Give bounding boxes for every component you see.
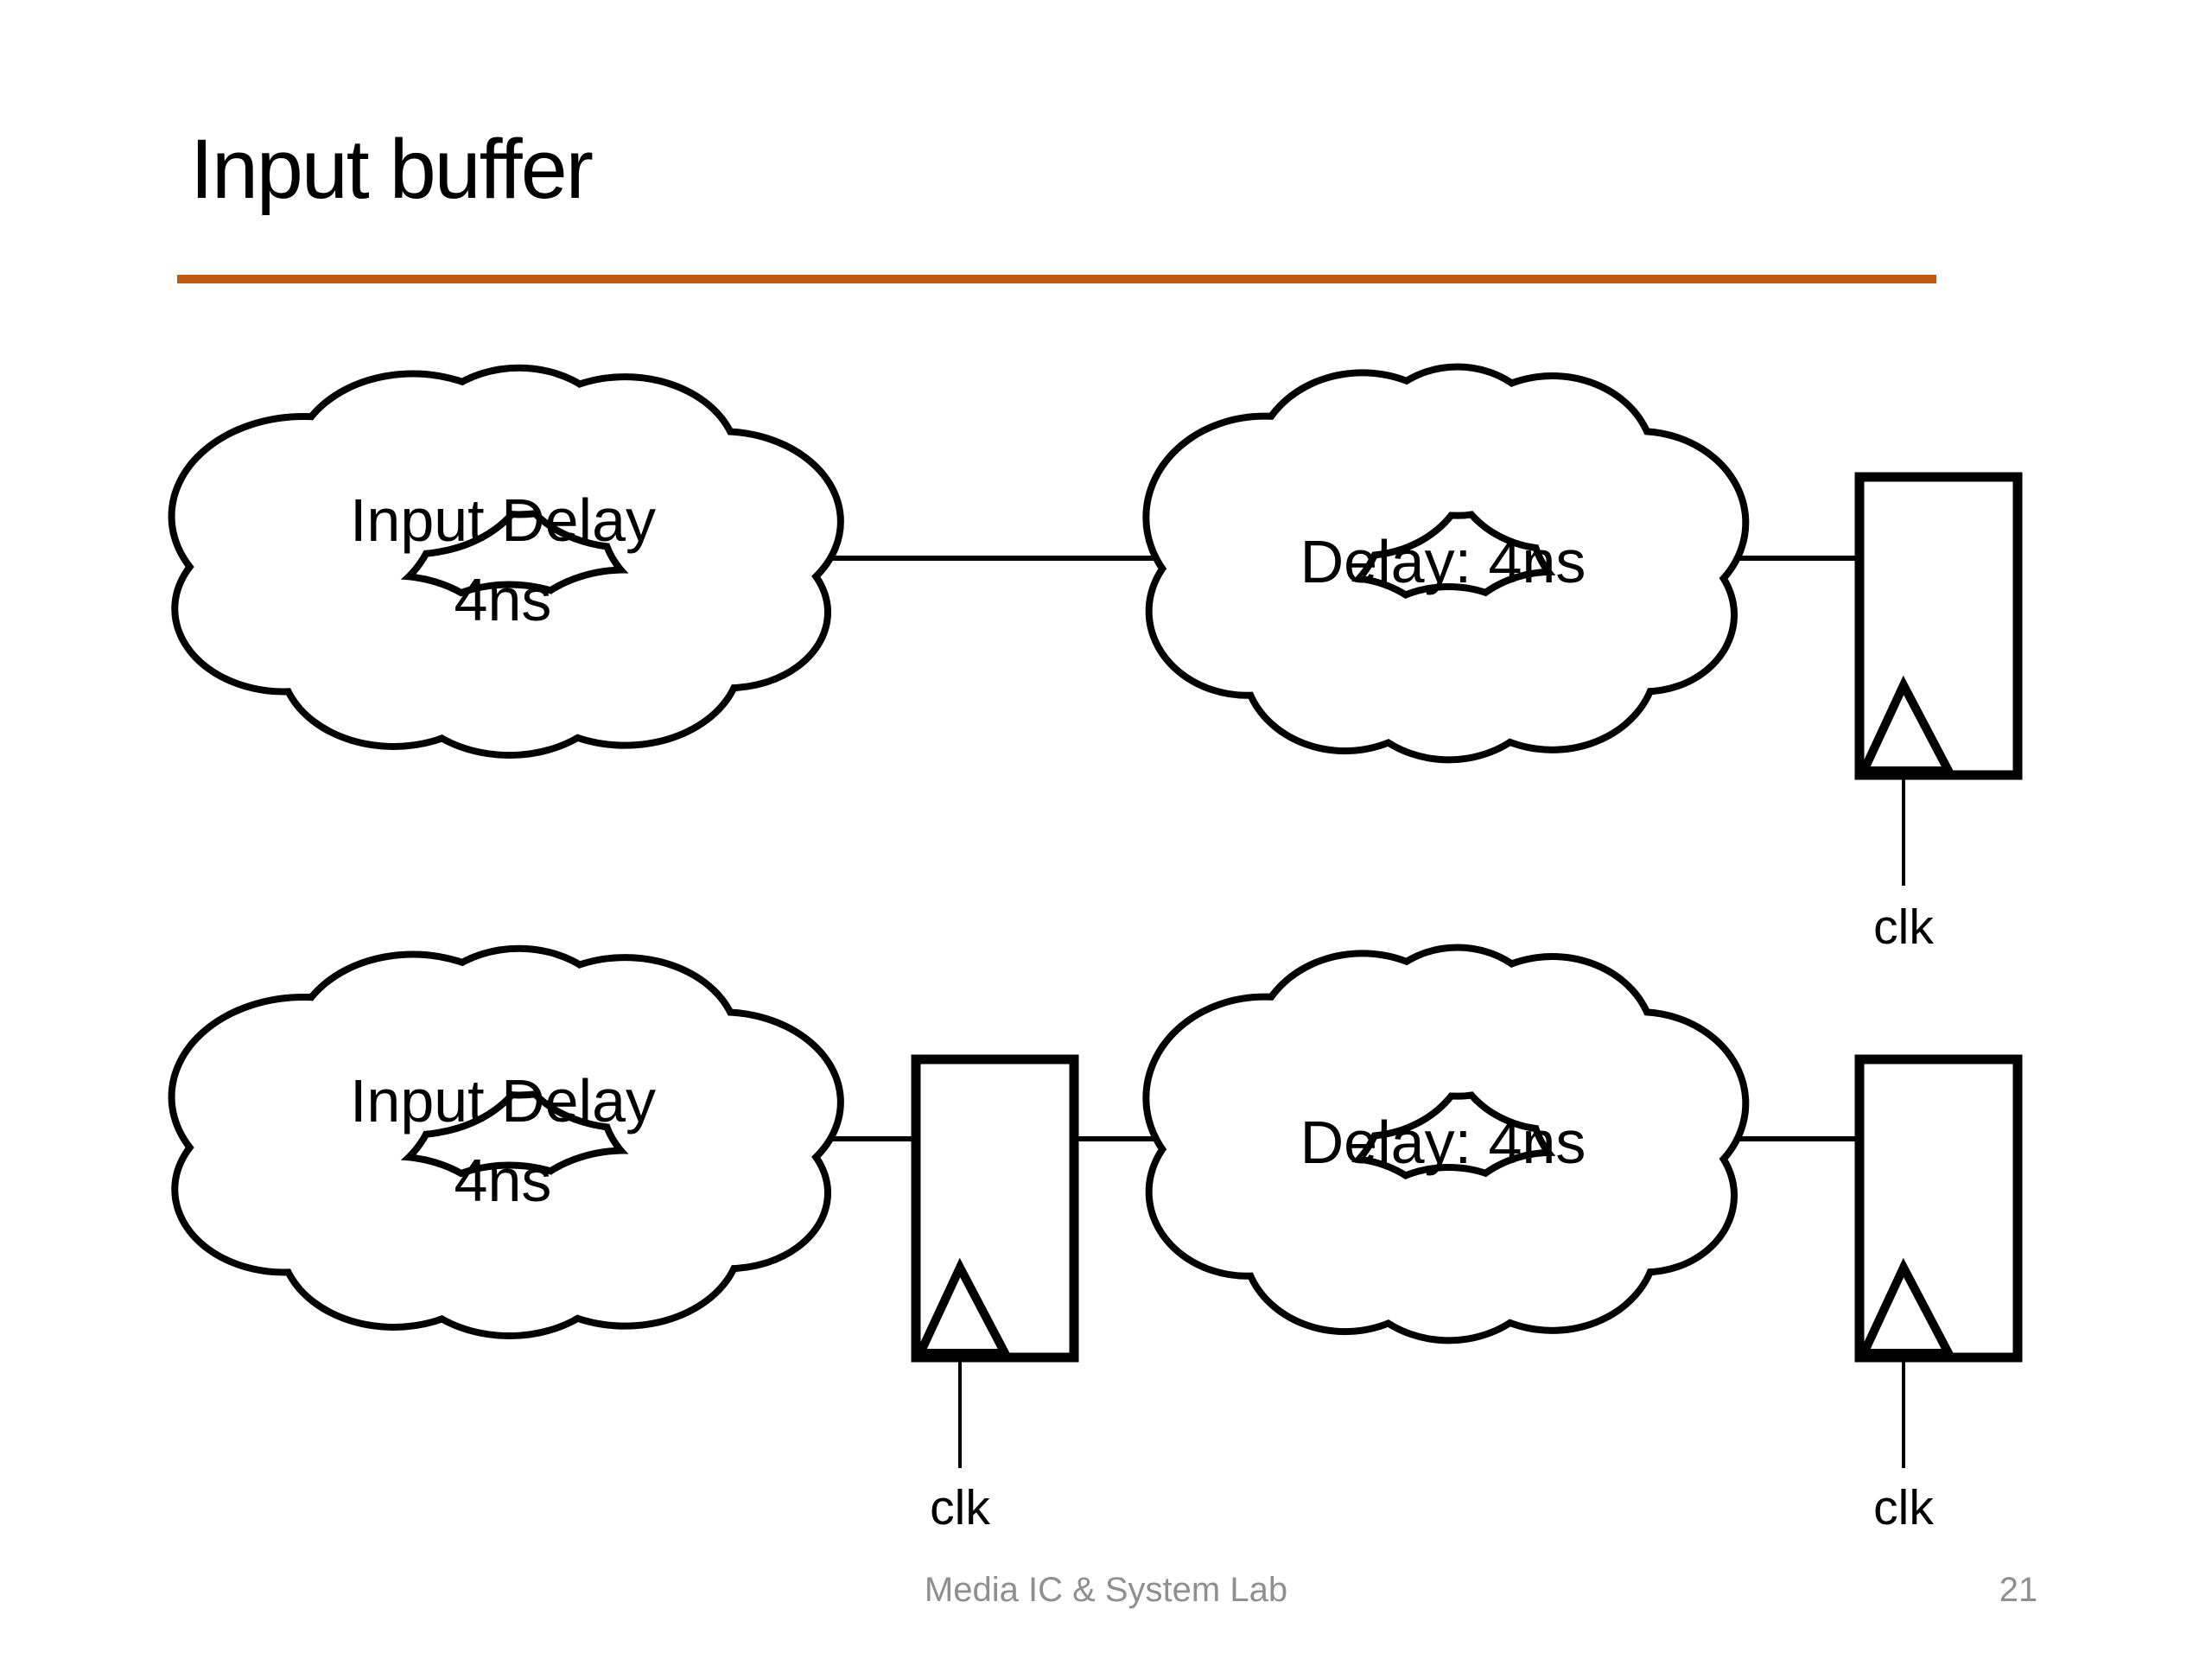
footer-text: Media IC & System Lab [924,1571,1288,1609]
clock-edge-triangle-icon [913,1257,1013,1357]
page-number: 21 [1999,1571,2038,1609]
cloud-bump-fill [1152,531,1343,692]
cloud-input-delay-top [168,364,844,760]
clk-label-bottom-middle: clk [930,1480,990,1535]
cloud-delay-bottom [1142,944,1750,1344]
clk-label-bottom-right: clk [1873,1480,1934,1535]
title-underline [177,275,1936,283]
clock-edge-triangle-icon [1857,675,1956,775]
flipflop-bottom-middle [911,1054,1079,1468]
flipflop-top-right [1854,472,2023,886]
clock-edge-triangle-icon [1857,1257,1956,1357]
cloud-label-delay-top: Delay: 4ns [1300,528,1586,595]
cloud-label-delay-bottom: Delay: 4ns [1300,1109,1586,1176]
slide-title: Input buffer [190,122,594,216]
flipflop-bottom-right [1854,1054,2023,1468]
clk-label-top-right: clk [1873,899,1934,955]
cloud-bump-fill [178,1109,391,1269]
cloud-label-input-delay-top: Input Delay 4ns [349,486,657,633]
cloud-bump-fill [178,529,391,689]
cloud-label-input-delay-bottom: Input Delay 4ns [349,1067,657,1214]
cloud-delay-top [1142,363,1750,764]
cloud-input-delay-bottom [168,944,844,1340]
cloud-bump-fill [1152,1111,1343,1273]
